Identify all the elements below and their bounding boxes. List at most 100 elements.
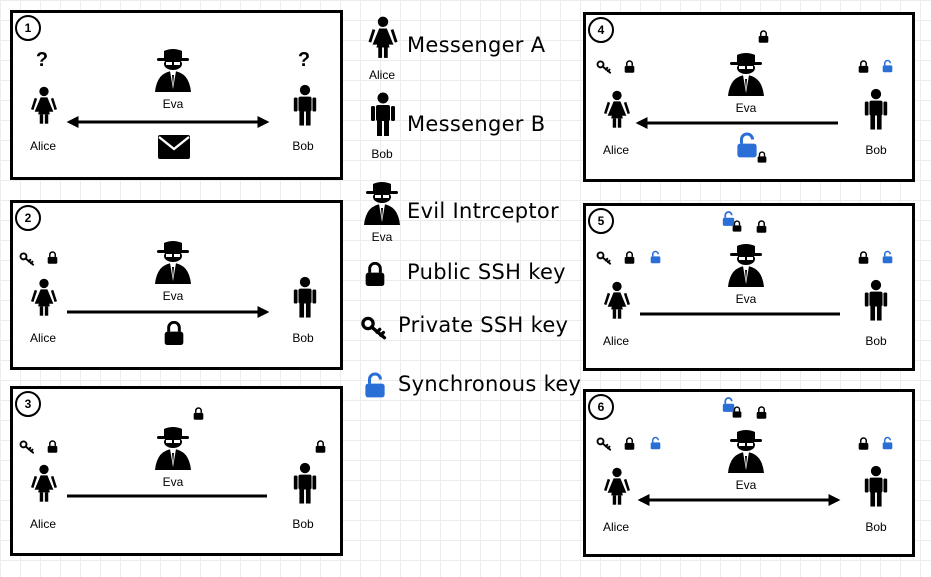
private-key-icon — [596, 251, 612, 265]
legend-synchronous-key-icon — [364, 372, 386, 398]
step-panel-3: 3 Alice Bob Eva — [10, 386, 343, 556]
bob-figure-icon — [291, 81, 319, 129]
step-panel-2: 2 Alice Bob Eva — [10, 200, 343, 370]
legend-evil-interceptor: Evil Intrceptor — [407, 199, 559, 223]
synchronous-key-icon — [882, 436, 893, 450]
padlock-icon — [163, 321, 185, 345]
bob-figure-icon — [862, 85, 890, 133]
public-key-lock-icon — [47, 251, 58, 264]
question-mark: ? — [35, 49, 49, 71]
step-number-badge: 6 — [588, 394, 614, 420]
bob-figure-icon — [862, 462, 890, 510]
alice-label: Alice — [602, 334, 630, 348]
message-arrow — [67, 306, 270, 318]
bob-label: Bob — [292, 139, 314, 153]
public-key-lock-icon — [193, 407, 204, 420]
bob-label: Bob — [865, 520, 887, 534]
public-key-lock-icon — [732, 220, 742, 232]
legend-messenger-b-icon — [368, 89, 398, 139]
public-key-lock-icon — [858, 437, 869, 450]
eva-label: Eva — [162, 97, 184, 111]
legend-eva-label: Eva — [371, 230, 393, 244]
public-key-lock-icon — [858, 251, 869, 264]
synchronous-key-icon — [882, 250, 893, 264]
synchronous-key-icon — [882, 59, 893, 73]
legend-messenger-a-icon — [364, 12, 402, 62]
bob-label: Bob — [292, 331, 314, 345]
private-key-icon — [19, 252, 35, 266]
legend-messenger-a: Messenger A — [407, 33, 546, 57]
connection-line — [67, 494, 267, 498]
synchronous-key-icon — [650, 436, 661, 450]
public-key-lock-icon — [757, 151, 767, 163]
synchronous-key-icon — [650, 250, 661, 264]
private-key-icon — [596, 437, 612, 451]
question-mark: ? — [297, 49, 311, 71]
legend-messenger-b: Messenger B — [407, 112, 546, 136]
eva-figure-icon — [153, 238, 193, 286]
public-key-lock-icon — [758, 30, 769, 43]
legend-private-ssh-key: Private SSH key — [398, 313, 569, 337]
alice-figure-icon — [27, 81, 61, 129]
alice-label: Alice — [602, 143, 630, 157]
step-number-badge: 5 — [588, 208, 614, 234]
step-number-badge: 1 — [15, 15, 41, 41]
step-panel-6: 6 Alice Bob Eva — [583, 389, 915, 557]
alice-figure-icon — [600, 85, 634, 133]
alice-figure-icon — [27, 459, 61, 507]
alice-label: Alice — [602, 520, 630, 534]
envelope-icon — [158, 135, 190, 159]
bob-label: Bob — [292, 517, 314, 531]
bob-figure-icon — [291, 459, 319, 507]
public-key-lock-icon — [756, 406, 767, 419]
message-arrow — [637, 494, 841, 506]
step-panel-5: 5 Alice Bob Eva — [583, 203, 915, 371]
eva-figure-icon — [726, 427, 766, 475]
eva-figure-icon — [726, 50, 766, 98]
public-key-lock-icon — [624, 60, 635, 73]
step-number-badge: 3 — [15, 391, 41, 417]
legend-evil-interceptor-icon — [362, 180, 402, 226]
connection-line — [640, 312, 840, 316]
eva-label: Eva — [162, 289, 184, 303]
public-key-lock-icon — [858, 60, 869, 73]
bob-figure-icon — [291, 273, 319, 321]
alice-figure-icon — [600, 276, 634, 324]
message-arrow — [635, 117, 838, 129]
eva-label: Eva — [735, 101, 757, 115]
alice-label: Alice — [29, 517, 57, 531]
eva-figure-icon — [153, 424, 193, 472]
private-key-icon — [596, 60, 612, 74]
public-key-lock-icon — [47, 440, 58, 453]
eva-figure-icon — [153, 46, 193, 94]
eva-figure-icon — [726, 241, 766, 289]
alice-figure-icon — [600, 462, 634, 510]
bob-label: Bob — [865, 143, 887, 157]
step-panel-1: 1 ? ? Alice Bob Eva — [10, 10, 343, 180]
alice-figure-icon — [27, 273, 61, 321]
public-key-lock-icon — [756, 220, 767, 233]
legend-private-key-icon — [360, 316, 388, 340]
public-key-lock-icon — [732, 406, 742, 418]
private-key-icon — [19, 440, 35, 454]
bob-figure-icon — [862, 276, 890, 324]
eva-label: Eva — [162, 475, 184, 489]
public-key-lock-icon — [315, 440, 326, 453]
legend-public-ssh-key: Public SSH key — [407, 260, 566, 284]
legend-alice-label: Alice — [368, 68, 396, 82]
public-key-lock-icon — [624, 437, 635, 450]
legend-synchronous-key: Synchronous key — [398, 372, 582, 396]
legend-bob-label: Bob — [371, 147, 393, 161]
alice-label: Alice — [29, 139, 57, 153]
step-number-badge: 2 — [15, 205, 41, 231]
message-arrow — [66, 116, 270, 128]
alice-label: Alice — [29, 331, 57, 345]
unlocked-padlock-icon — [736, 132, 758, 158]
eva-label: Eva — [735, 478, 757, 492]
eva-label: Eva — [735, 292, 757, 306]
legend-public-key-icon — [364, 262, 386, 286]
step-panel-4: 4 Alice Bob Eva — [583, 12, 915, 182]
step-number-badge: 4 — [588, 17, 614, 43]
public-key-lock-icon — [624, 251, 635, 264]
bob-label: Bob — [865, 334, 887, 348]
